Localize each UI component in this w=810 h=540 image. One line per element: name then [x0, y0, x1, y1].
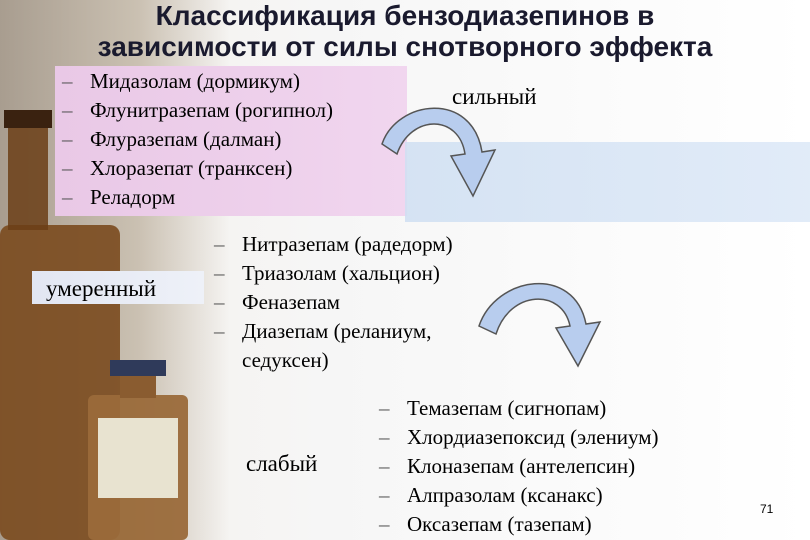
small-bottle-label: [98, 418, 178, 498]
drug-name: Алпразолам (ксанакс): [407, 483, 603, 507]
list-item: –Алпразолам (ксанакс): [379, 481, 659, 510]
dash-marker: –: [379, 452, 390, 481]
drug-name: Мидазолам (дормикум): [90, 69, 300, 93]
weak-drug-list: –Темазепам (сигнопам) –Хлордиазепоксид (…: [379, 394, 659, 539]
dash-marker: –: [214, 288, 225, 317]
list-item-continuation: седуксен): [214, 346, 453, 375]
drug-name: Реладорм: [90, 185, 175, 209]
dash-marker: –: [379, 423, 390, 452]
dash-marker: –: [62, 183, 73, 212]
large-bottle-cap: [4, 110, 52, 128]
page-number: 71: [760, 502, 773, 516]
weak-label: слабый: [246, 451, 317, 477]
drug-name: Клоназепам (антелепсин): [407, 454, 635, 478]
drug-name: Феназепам: [242, 290, 340, 314]
list-item: –Нитразепам (радедорм): [214, 230, 453, 259]
list-item: –Темазепам (сигнопам): [379, 394, 659, 423]
drug-name: Флунитразепам (рогипнол): [90, 98, 333, 122]
small-bottle-cap: [110, 360, 166, 376]
drug-name: Хлордиазепоксид (элениум): [407, 425, 659, 449]
list-item: –Реладорм: [62, 183, 333, 212]
drug-name: Триазолам (хальцион): [242, 261, 440, 285]
list-item: –Хлордиазепоксид (элениум): [379, 423, 659, 452]
curved-arrow-icon: [377, 92, 497, 212]
dash-marker: –: [214, 259, 225, 288]
list-item: –Клоназепам (антелепсин): [379, 452, 659, 481]
dash-marker: –: [379, 510, 390, 539]
moderate-drug-list: –Нитразепам (радедорм) –Триазолам (хальц…: [214, 230, 453, 375]
dash-marker: –: [62, 67, 73, 96]
dash-marker: –: [62, 96, 73, 125]
drug-name: Темазепам (сигнопам): [407, 396, 606, 420]
strong-drug-list: –Мидазолам (дормикум) –Флунитразепам (ро…: [62, 67, 333, 212]
list-item: –Мидазолам (дормикум): [62, 67, 333, 96]
slide-title-line-1: Классификация бензодиазепинов в: [0, 0, 810, 32]
list-item: –Триазолам (хальцион): [214, 259, 453, 288]
drug-name: Флуразепам (далман): [90, 127, 281, 151]
drug-name: Нитразепам (радедорм): [242, 232, 453, 256]
large-bottle-neck: [8, 120, 48, 230]
moderate-label: умеренный: [46, 276, 156, 302]
curved-arrow-icon: [474, 268, 604, 378]
list-item: –Хлоразепат (транксен): [62, 154, 333, 183]
drug-name: седуксен): [242, 348, 329, 372]
dash-marker: –: [379, 394, 390, 423]
list-item: –Флуразепам (далман): [62, 125, 333, 154]
dash-marker: –: [214, 230, 225, 259]
drug-name: Оксазепам (тазепам): [407, 512, 592, 536]
list-item: –Флунитразепам (рогипнол): [62, 96, 333, 125]
drug-name: Хлоразепат (транксен): [90, 156, 292, 180]
slide-title-line-2: зависимости от силы снотворного эффекта: [0, 31, 810, 63]
list-item: –Диазепам (реланиум,: [214, 317, 453, 346]
list-item: –Оксазепам (тазепам): [379, 510, 659, 539]
dash-marker: –: [214, 317, 225, 346]
dash-marker: –: [379, 481, 390, 510]
dash-marker: –: [62, 125, 73, 154]
dash-marker: –: [62, 154, 73, 183]
list-item: –Феназепам: [214, 288, 453, 317]
drug-name: Диазепам (реланиум,: [242, 319, 431, 343]
